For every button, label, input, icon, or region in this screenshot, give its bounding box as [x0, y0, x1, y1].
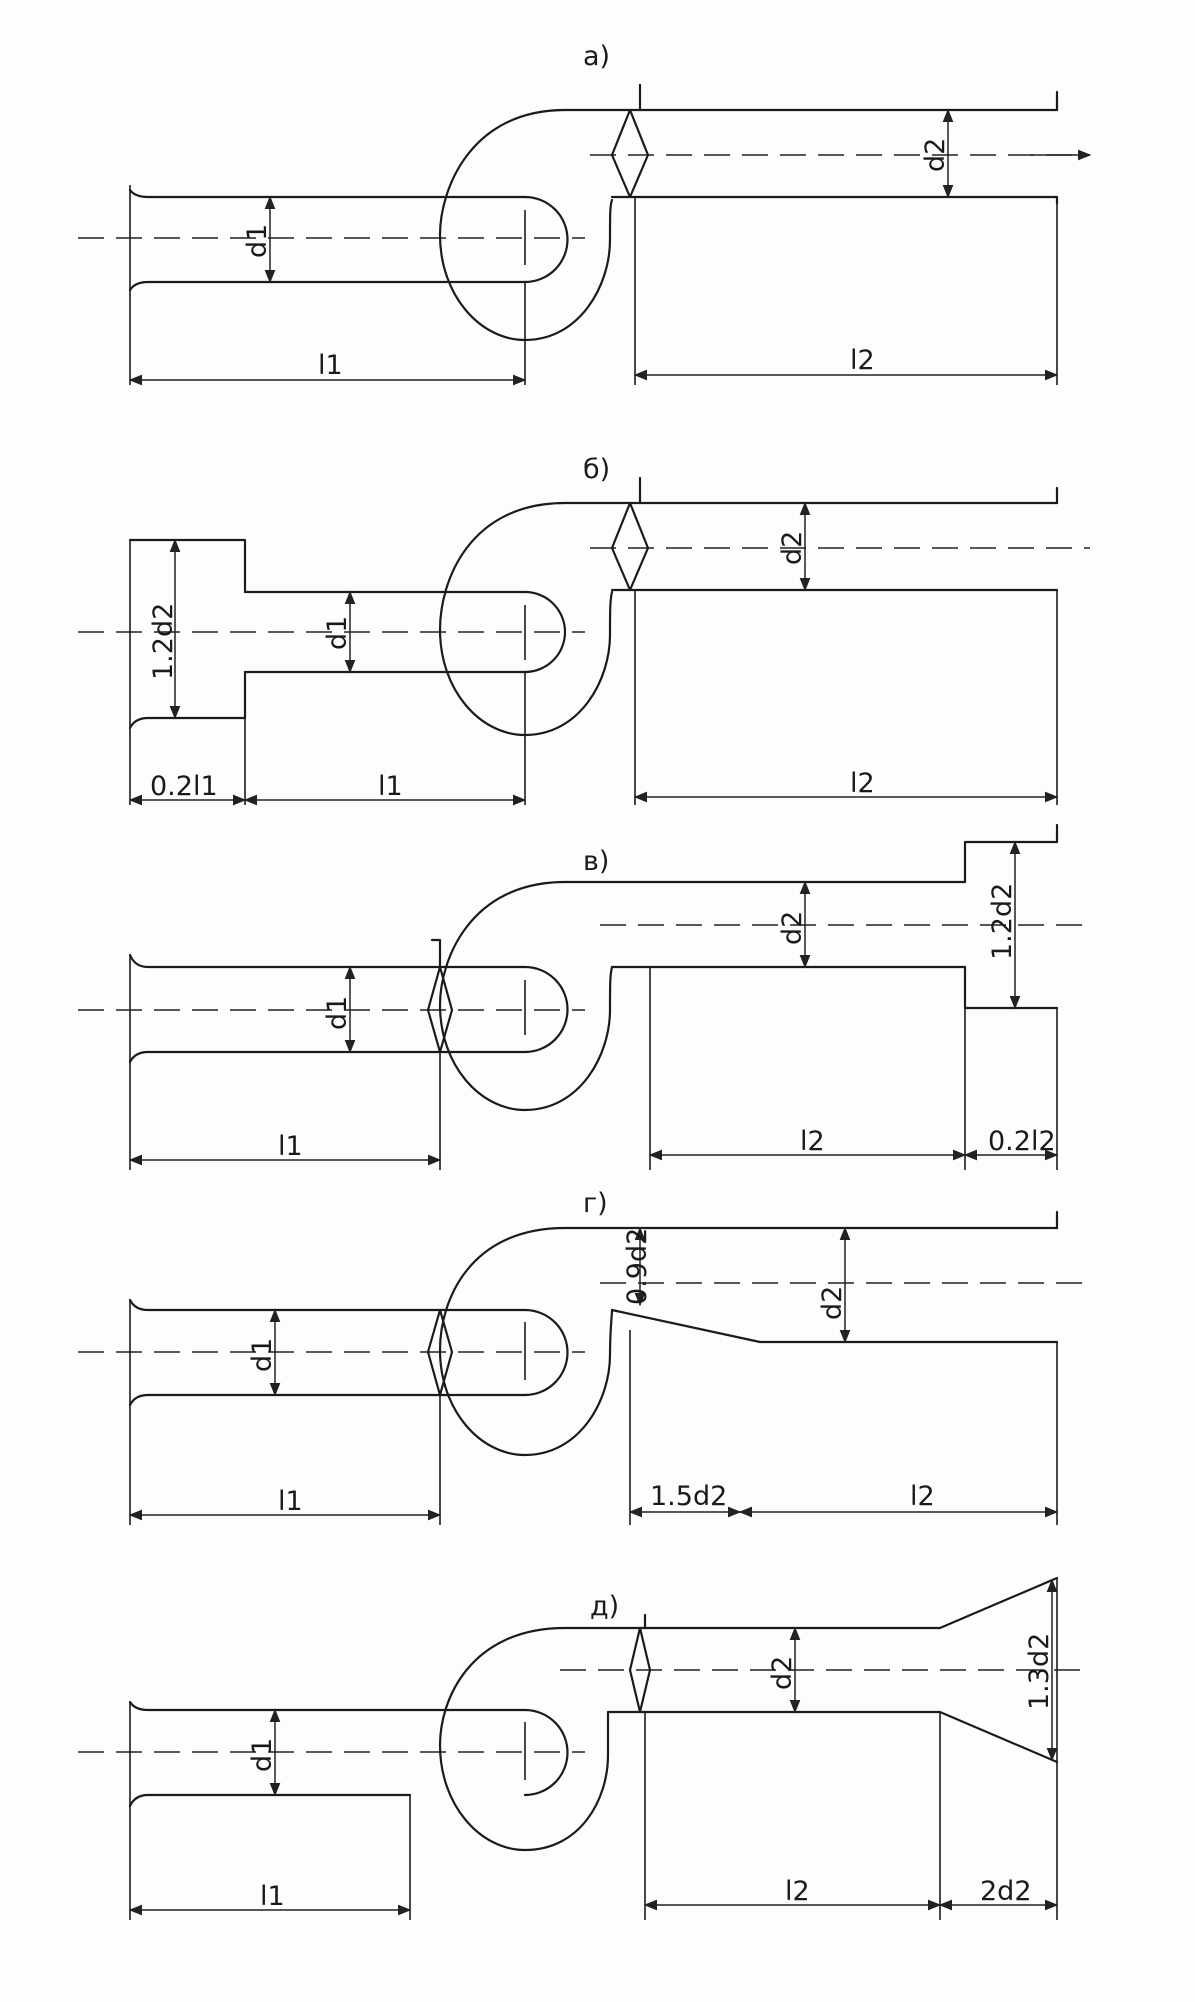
inlet-duct-bottom — [128, 1793, 412, 1808]
dim-l1-label: l1 — [260, 1881, 285, 1912]
dim-d1-label: d1 — [322, 996, 353, 1030]
dim-d2-label: d2 — [817, 1286, 848, 1320]
dim-1-2d2-label: 1.2d2 — [148, 603, 179, 680]
dim-0-2l1-label: 0.2l1 — [150, 771, 218, 802]
dim-l1-label: l1 — [278, 1131, 303, 1162]
fan-inner — [523, 1708, 569, 1797]
inlet-duct-top — [128, 953, 527, 969]
dim-d2-label: d2 — [767, 1656, 798, 1690]
outlet-diffuser-top — [563, 1576, 1059, 1630]
panel-c: в) d1 d2 1.2d2 l1 l2 0.2l2 — [78, 823, 1090, 1170]
panel-a-label: а) — [583, 41, 610, 72]
fan-volute — [438, 108, 614, 342]
inlet-chamber — [128, 538, 247, 730]
inlet-duct-bottom — [128, 280, 527, 292]
panel-b: б) 1.2d2 d1 d2 0.2l1 l1 — [78, 454, 1090, 806]
panel-d: г) d1 d2 0.9d2 l1 1.5d2 l2 — [78, 1188, 1090, 1525]
inlet-duct-bottom — [128, 1393, 527, 1407]
dim-d2-label: d2 — [777, 911, 808, 945]
inlet-duct-top — [128, 1700, 527, 1712]
dim-d1-label: d1 — [247, 1338, 278, 1372]
dim-1-2d2-label: 1.2d2 — [987, 883, 1018, 960]
dim-l2-label: l2 — [785, 1876, 810, 1907]
fan-volute — [438, 501, 614, 737]
dim-l2-label: l2 — [850, 345, 875, 376]
dim-d2-label: d2 — [920, 138, 951, 172]
panel-e-label: д) — [590, 1591, 619, 1622]
dim-l1-label: l1 — [378, 771, 403, 802]
fan-inner — [523, 590, 567, 674]
dim-l2-label: l2 — [800, 1126, 825, 1157]
inlet-duct-top — [128, 1298, 527, 1312]
dim-d1-label: d1 — [322, 616, 353, 650]
fan-volute — [438, 1226, 614, 1457]
dim-l1-label: l1 — [278, 1486, 303, 1517]
fan-volute — [438, 1626, 610, 1852]
panel-a: а) d1 d2 l1 l2 — [78, 41, 1092, 386]
fan-inner — [523, 965, 569, 1054]
dim-1-3d2-label: 1.3d2 — [1024, 1633, 1055, 1710]
dim-d1-label: d1 — [247, 1738, 278, 1772]
dim-l2-label: l2 — [850, 768, 875, 799]
outlet-diffuser-bottom — [606, 1710, 1059, 1764]
outlet-chamber-top — [963, 823, 1059, 884]
panel-d-label: г) — [583, 1188, 608, 1219]
damper-valve — [610, 83, 650, 199]
panel-b-label: б) — [583, 454, 610, 485]
damper-valve — [628, 1613, 652, 1714]
dim-d2-label: d2 — [777, 531, 808, 565]
dim-l2-label: l2 — [910, 1481, 935, 1512]
outlet-cone-bottom — [610, 1308, 1059, 1344]
inlet-duct-top — [128, 188, 527, 199]
dim-1-5d2-label: 1.5d2 — [650, 1481, 727, 1512]
panel-c-label: в) — [583, 846, 609, 877]
damper-valve — [610, 476, 650, 592]
inlet-duct-bottom — [128, 1050, 527, 1064]
dim-0-9d2-label: 0.9d2 — [622, 1228, 653, 1305]
outlet-chamber-bottom — [963, 965, 1059, 1010]
dim-0-2l2-label: 0.2l2 — [988, 1126, 1056, 1157]
fan-inner — [523, 195, 569, 284]
dim-l1-label: l1 — [318, 350, 343, 381]
dim-d1-label: d1 — [242, 224, 273, 258]
dim-2d2-label: 2d2 — [980, 1876, 1032, 1907]
fan-inner — [523, 1308, 569, 1397]
fan-volute — [438, 880, 614, 1112]
panel-e: д) d1 d2 1.3d2 l1 l2 2d2 — [78, 1576, 1090, 1920]
